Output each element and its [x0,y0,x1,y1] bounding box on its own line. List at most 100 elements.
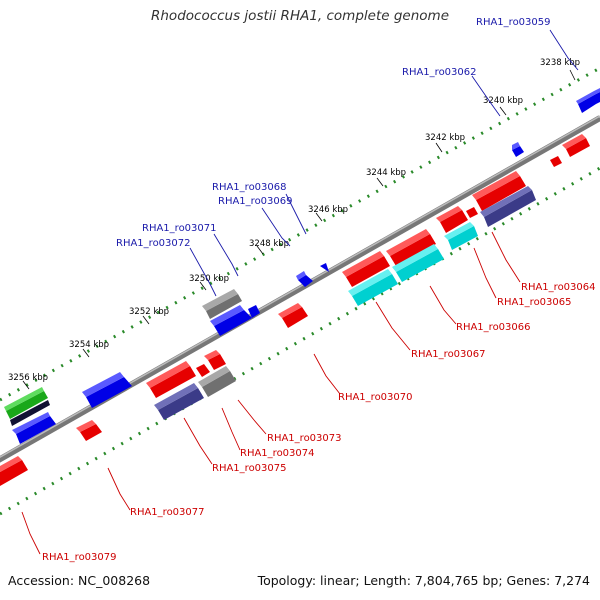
kbp-label: 3254 kbp [69,340,109,350]
kbp-tick [435,142,443,153]
label-leader-line [429,285,457,325]
gene-arrow[interactable] [282,307,308,328]
label-leader-line [313,353,341,395]
kbp-tick [499,106,507,116]
gene-arrow-top [82,372,124,397]
gene-label[interactable]: RHA1_ro03071 [142,223,217,234]
gene-arrow[interactable] [396,249,444,282]
gene-label[interactable]: RHA1_ro03070 [338,392,413,403]
gene-label[interactable]: RHA1_ro03062 [402,67,477,78]
kbp-label: 3250 kbp [189,274,229,284]
gene-arrow[interactable] [390,234,436,266]
kbp-label: 3256 kbp [8,373,48,383]
gene-arrow[interactable] [86,377,132,408]
kbp-tick [256,245,264,255]
gene-arrow[interactable] [248,305,260,318]
gene-arrow[interactable] [206,294,242,319]
gene-arrow[interactable] [6,391,48,419]
kbp-tick [315,212,323,222]
gene-arrow[interactable] [578,92,600,113]
kbp-label: 3238 kbp [540,58,580,68]
kbp-label: 3248 kbp [249,239,289,249]
gene-arrow-top [198,366,230,387]
gene-arrow-top [480,186,532,217]
genome-stats-label: Topology: linear; Length: 7,804,765 bp; … [257,573,590,588]
gene-arrow-top [436,206,462,222]
gene-label[interactable]: RHA1_ro03067 [411,349,486,360]
gene-label[interactable]: RHA1_ro03072 [116,238,191,249]
gene-arrow[interactable] [512,146,524,157]
gene-label[interactable]: RHA1_ro03069 [218,196,293,207]
label-leader-line [549,29,579,71]
gene-arrow[interactable] [320,263,329,272]
reverse-gene-labels: RHA1_ro03064 RHA1_ro03065 RHA1_ro03066 R… [42,282,596,563]
label-leader-line [213,233,239,277]
gene-arrow-top [4,387,44,411]
gene-label[interactable]: RHA1_ro03073 [267,433,342,444]
gene-arrow-top [0,456,22,472]
gene-arrow-top [278,303,302,318]
kbp-label: 3240 kbp [483,96,523,106]
gene-arrow[interactable] [10,400,50,426]
gene-arrow[interactable] [566,138,590,157]
gene-arrow-top [210,305,244,326]
kbp-tick [376,177,384,187]
gene-label[interactable]: RHA1_ro03066 [456,322,531,333]
forward-strand-genes [4,88,600,444]
gene-arrow[interactable] [448,226,478,250]
kbp-tick [82,348,90,358]
kbp-tick [199,281,207,291]
gene-arrow-top [204,350,220,360]
gene-arrow[interactable] [550,156,562,167]
gene-arrow[interactable] [476,176,526,211]
gene-arrow-top [146,361,190,388]
genome-title: Rhodococcus jostii RHA1, complete genome [151,8,449,24]
gene-label[interactable]: RHA1_ro03074 [240,448,315,459]
gene-arrow-top [562,134,586,149]
gene-arrow[interactable] [466,207,478,218]
gene-arrow[interactable] [352,274,398,306]
reverse-label-lines [21,231,521,555]
gene-arrow[interactable] [150,366,196,398]
kbp-label: 3244 kbp [366,168,406,178]
kbp-label: 3242 kbp [425,133,465,143]
gene-arrow[interactable] [202,371,236,397]
gene-label[interactable]: RHA1_ro03059 [476,17,551,28]
gene-arrow-top [392,244,438,272]
label-leader-line [261,207,291,247]
gene-label[interactable]: RHA1_ro03075 [212,463,287,474]
gene-arrow-top [154,383,198,410]
gene-arrow[interactable] [80,424,102,441]
kbp-tick [569,69,576,81]
label-leader-line [107,467,131,511]
gene-arrow[interactable] [158,388,204,420]
gene-arrow-top [386,229,430,256]
label-leader-line [471,75,501,117]
gene-arrow[interactable] [0,460,28,486]
gene-label[interactable]: RHA1_ro03064 [521,282,596,293]
gene-label[interactable]: RHA1_ro03077 [130,507,205,518]
gene-arrow[interactable] [346,256,390,287]
gene-label[interactable]: RHA1_ro03079 [42,552,117,563]
label-leader-line [189,247,217,297]
gene-label[interactable]: RHA1_ro03065 [497,297,572,308]
forward-label-lines [189,29,579,297]
gene-arrow[interactable] [298,275,313,287]
gene-arrow[interactable] [484,190,536,227]
gene-arrow-top [512,142,520,150]
gene-arrow-top [296,271,306,280]
gene-arrow[interactable] [16,416,56,444]
gene-arrow[interactable] [214,310,252,336]
kbp-label: 3252 kbp [129,307,169,317]
gene-arrow-top [342,251,384,277]
gene-arrow[interactable] [208,354,226,370]
gene-arrow-top [576,88,600,104]
gene-label[interactable]: RHA1_ro03068 [212,182,287,193]
accession-label: Accession: NC_008268 [8,573,151,588]
label-leader-line [221,407,241,451]
gene-arrow[interactable] [440,210,468,233]
gene-arrow-top [76,420,96,432]
gene-arrow[interactable] [196,364,210,377]
forward-gene-labels: RHA1_ro03059 RHA1_ro03062 RHA1_ro03068 R… [116,17,551,249]
label-leader-line [285,193,307,235]
